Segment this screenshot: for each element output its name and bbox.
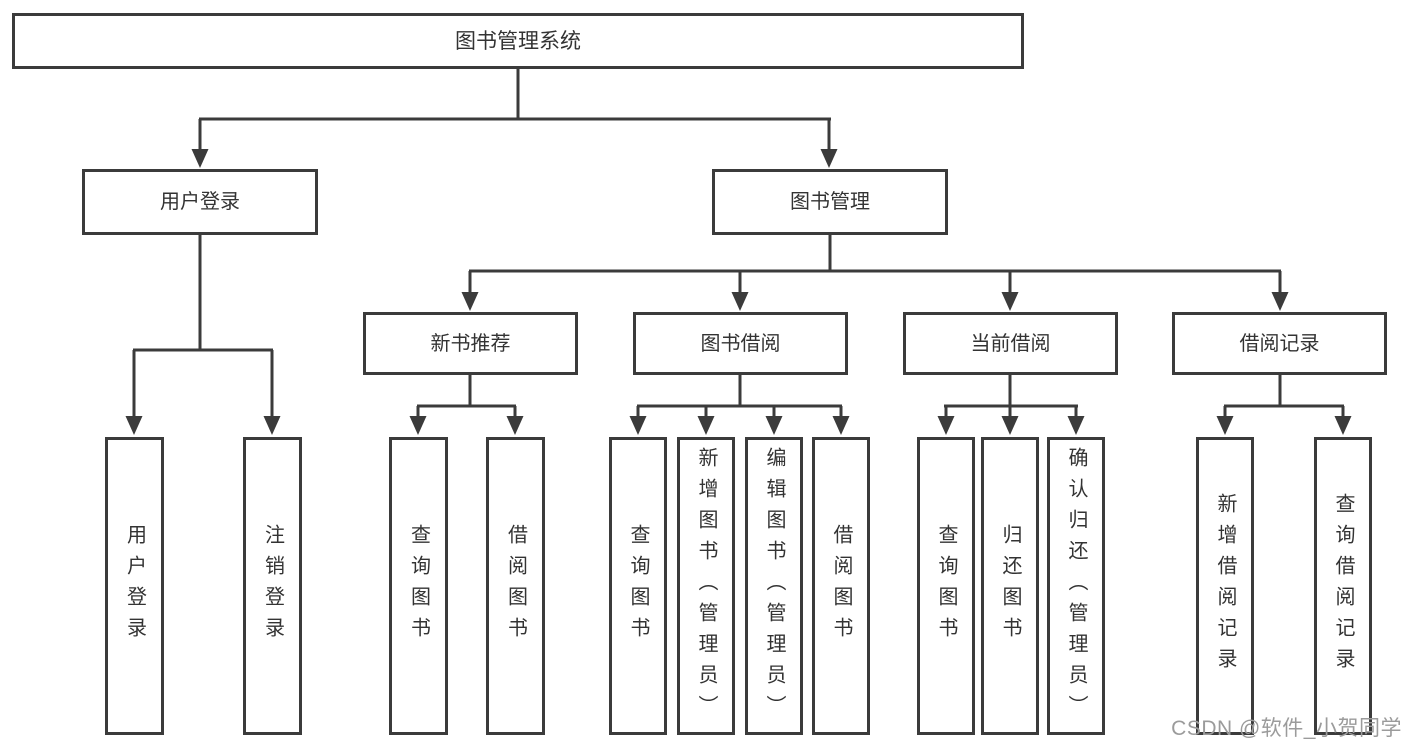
node-book-borrowing: 图书借阅 (633, 312, 848, 375)
node-root: 图书管理系统 (12, 13, 1024, 69)
leaf-query-books-current: 查询图书 (917, 437, 975, 735)
arrowheads (125, 149, 1352, 435)
leaf-confirm-return-admin: 确认归还（管理员） (1047, 437, 1105, 735)
watermark-text: CSDN @软件_小贺同学 (1171, 717, 1402, 740)
leaf-user-login: 用户登录 (105, 437, 164, 735)
leaf-logout: 注销登录 (243, 437, 302, 735)
leaf-query-books-recommend: 查询图书 (389, 437, 448, 735)
leaf-edit-books-admin: 编辑图书（管理员） (745, 437, 803, 735)
node-new-book-recommend: 新书推荐 (363, 312, 578, 375)
leaf-borrow-books-recommend: 借阅图书 (486, 437, 545, 735)
node-borrowing-records: 借阅记录 (1172, 312, 1387, 375)
node-current-borrowing: 当前借阅 (903, 312, 1118, 375)
leaf-borrow-books: 借阅图书 (812, 437, 870, 735)
node-user-login: 用户登录 (82, 169, 318, 235)
leaf-query-books-borrowing: 查询图书 (609, 437, 667, 735)
leaf-add-borrow-record: 新增借阅记录 (1196, 437, 1254, 735)
leaf-return-books: 归还图书 (981, 437, 1039, 735)
leaf-add-books-admin: 新增图书（管理员） (677, 437, 735, 735)
leaf-query-borrow-record: 查询借阅记录 (1314, 437, 1372, 735)
node-book-management: 图书管理 (712, 169, 948, 235)
